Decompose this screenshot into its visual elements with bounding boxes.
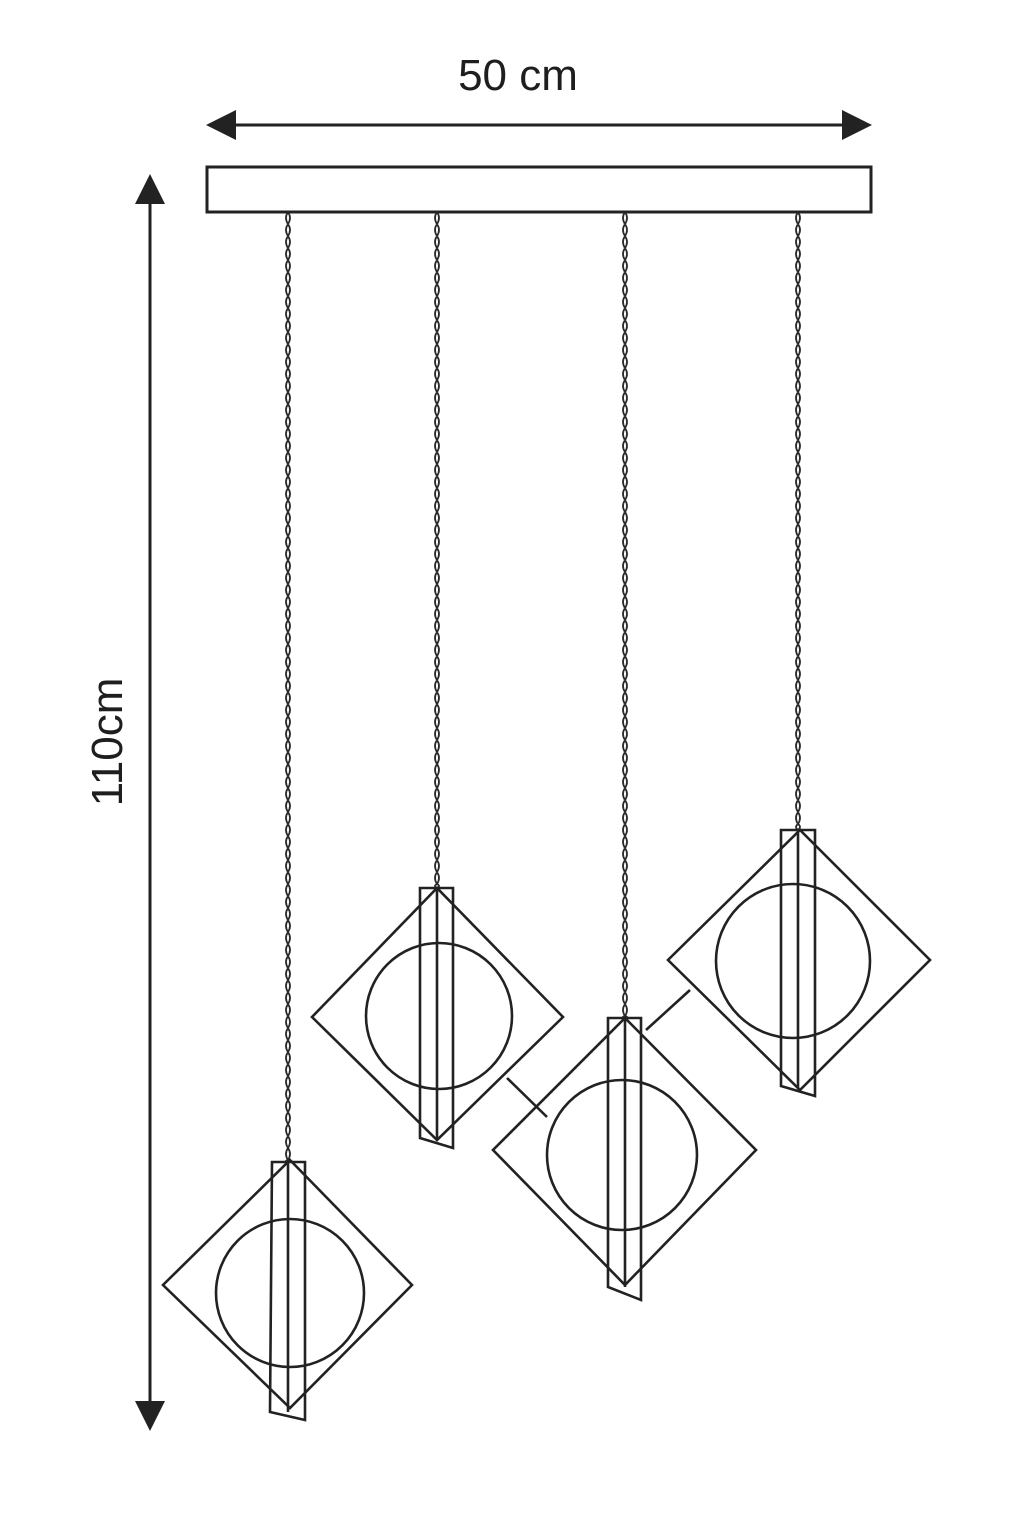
pendant-3 — [491, 1016, 758, 1302]
chain-pendant-3 — [622, 211, 628, 1019]
glass-globe — [364, 941, 514, 1091]
vertical-strut — [779, 828, 817, 1098]
connector-rod — [645, 989, 691, 1031]
chain-pendant-2 — [434, 211, 440, 890]
chain-pendant-4 — [795, 211, 801, 832]
width-label: 50 cm — [458, 51, 578, 100]
diamond-frame — [666, 828, 932, 1092]
chains — [285, 211, 801, 1163]
width-dimension: 50 cm — [206, 51, 872, 140]
pendant-1 — [161, 1158, 414, 1422]
height-label: 110cm — [83, 678, 132, 807]
glass-globe — [714, 882, 872, 1040]
pendant-4 — [666, 828, 932, 1098]
glass-globe — [545, 1078, 699, 1232]
connector-rod — [506, 1077, 548, 1118]
pendant-2 — [310, 886, 565, 1150]
chain-pendant-1 — [285, 211, 291, 1163]
vertical-strut — [268, 1160, 307, 1422]
ceiling-canopy-bar — [205, 165, 873, 214]
glass-globe — [214, 1217, 366, 1369]
diamond-frame — [161, 1158, 414, 1410]
vertical-strut — [606, 1016, 643, 1302]
vertical-strut — [418, 886, 455, 1150]
height-dimension: 110cm — [83, 174, 165, 1431]
